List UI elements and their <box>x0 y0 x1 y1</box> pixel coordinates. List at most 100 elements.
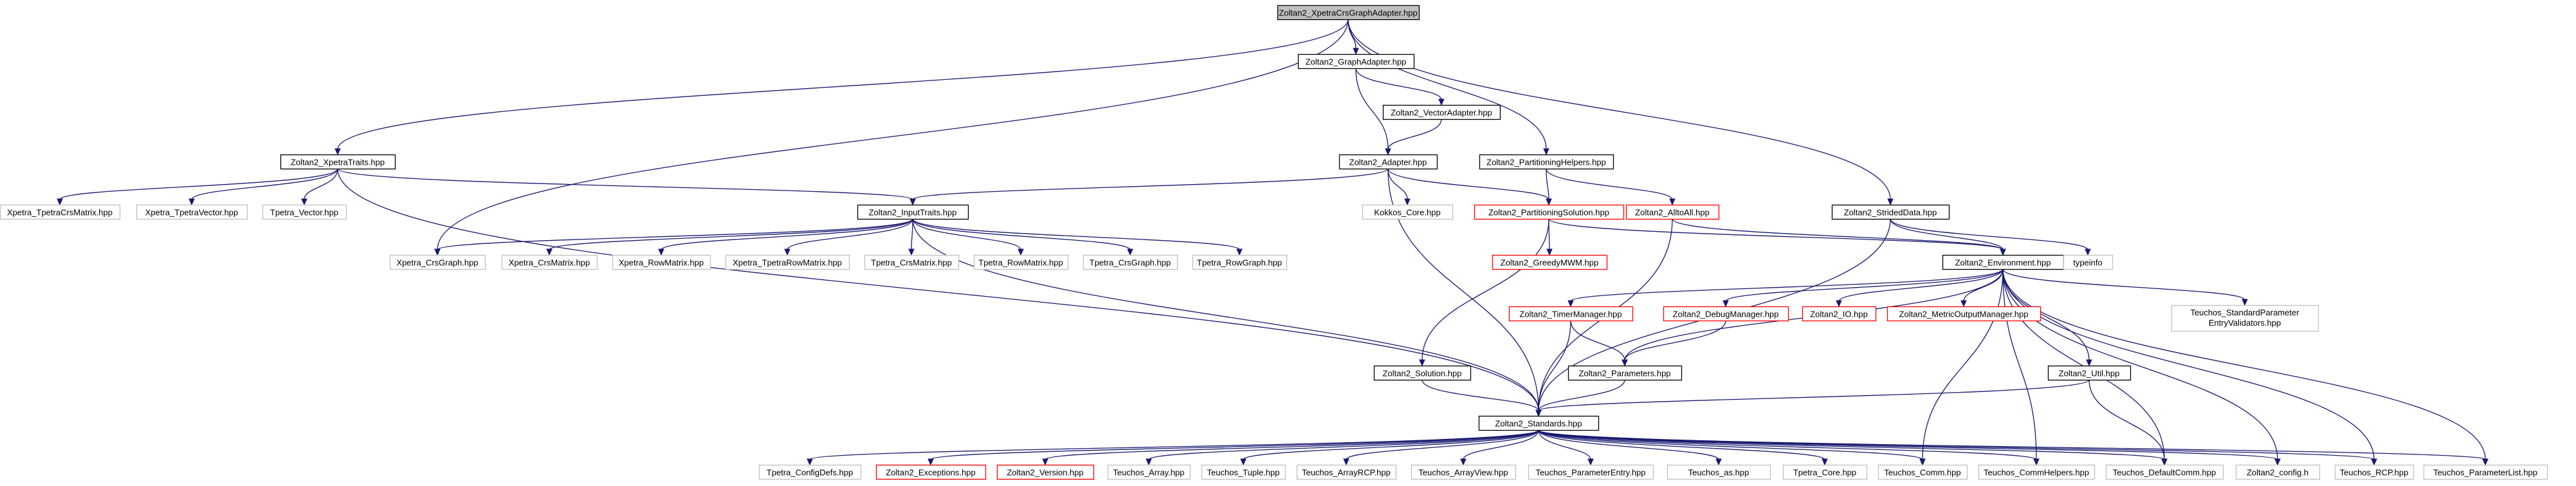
node-box <box>758 464 862 480</box>
node-tarrayview: Teuchos_ArrayView.hpp <box>1411 464 1517 480</box>
node-box <box>389 254 486 270</box>
node-exceptions[interactable]: Zoltan2_Exceptions.hpp <box>875 464 987 480</box>
node-label: Zoltan2_InputTraits.hpp <box>869 208 957 218</box>
edge-arrowhead <box>909 198 916 206</box>
node-vectoradapter[interactable]: Zoltan2_VectorAdapter.hpp <box>1382 104 1501 120</box>
node-label: Teuchos_DefaultComm.hpp <box>2113 468 2216 478</box>
edge-arrowhead <box>1836 300 1842 308</box>
node-parameters[interactable]: Zoltan2_Parameters.hpp <box>1567 365 1683 381</box>
dependency-edge-environment-to-timermanager <box>1567 268 2004 308</box>
edge-arrowhead <box>1438 98 1445 106</box>
node-partsolution[interactable]: Zoltan2_PartitioningSolution.hpp <box>1474 204 1625 220</box>
edge-line <box>912 218 1240 250</box>
node-label: Teuchos_Array.hpp <box>1113 468 1184 478</box>
node-util[interactable]: Zoltan2_Util.hpp <box>2047 365 2132 381</box>
node-debugmanager[interactable]: Zoltan2_DebugManager.hpp <box>1663 306 1789 322</box>
node-root[interactable]: Zoltan2_XpetraCrsGraphAdapter.hpp <box>1277 5 1420 21</box>
node-box <box>864 254 960 270</box>
node-label: Zoltan2_PartitioningSolution.hpp <box>1488 208 1609 218</box>
node-box <box>1082 254 1178 270</box>
node-strideddata[interactable]: Zoltan2_StridedData.hpp <box>1831 204 1950 220</box>
node-metricoutput[interactable]: Zoltan2_MetricOutputManager.hpp <box>1886 306 2042 322</box>
edge-line <box>912 218 1539 411</box>
dependency-edge-timermanager-to-parameters <box>1570 320 1628 367</box>
node-label: Tpetra_Vector.hpp <box>270 208 338 218</box>
edge-line <box>59 168 338 200</box>
dependency-edge-xpetratraits-to-inputtraits <box>337 168 916 206</box>
node-tcomm: Teuchos_Comm.hpp <box>1877 464 1968 480</box>
node-box <box>1802 306 1877 322</box>
node-xpetratraits[interactable]: Zoltan2_XpetraTraits.hpp <box>280 154 396 170</box>
edge-line <box>1570 268 2004 302</box>
dependency-edge-solution-to-standards <box>1421 379 1542 417</box>
node-tdefaultcomm: Teuchos_DefaultComm.hpp <box>2105 464 2224 480</box>
node-box <box>0 204 121 220</box>
edge-line <box>1538 429 2278 460</box>
edge-arrowhead <box>1822 458 1828 466</box>
node-solution[interactable]: Zoltan2_Solution.hpp <box>1373 365 1472 381</box>
edge-arrowhead <box>1546 248 1553 256</box>
node-environment[interactable]: Zoltan2_Environment.hpp <box>1942 254 2065 270</box>
node-box <box>1978 464 2096 480</box>
node-label: Teuchos_Tuple.hpp <box>1207 468 1280 478</box>
edge-line <box>2002 268 2486 460</box>
node-parthelpers[interactable]: Zoltan2_PartitioningHelpers.hpp <box>1479 154 1614 170</box>
dependency-edge-inputtraits-to-trowmatrix <box>912 218 1024 256</box>
dependency-edge-standards-to-ttuple <box>1240 429 1539 466</box>
edge-arrowhead <box>1018 248 1024 256</box>
dependency-edge-inputtraits-to-standards <box>912 218 1542 417</box>
edge-line <box>191 168 338 200</box>
node-tvector: Tpetra_Vector.hpp <box>262 204 347 220</box>
node-alltoall[interactable]: Zoltan2_AlltoAll.hpp <box>1625 204 1720 220</box>
node-box <box>875 464 987 480</box>
edge-line <box>437 19 1349 250</box>
dependency-edge-environment-to-debugmanager <box>1722 268 2004 308</box>
node-box <box>612 254 711 270</box>
edge-line <box>930 429 1539 460</box>
node-inputtraits[interactable]: Zoltan2_InputTraits.hpp <box>857 204 969 220</box>
node-label: Zoltan2_XpetraTraits.hpp <box>291 158 385 167</box>
edge-line <box>1538 429 2165 460</box>
edge-line <box>2002 268 2375 460</box>
node-io[interactable]: Zoltan2_IO.hpp <box>1802 306 1877 322</box>
dependency-edge-environment-to-zconfig <box>2002 268 2281 466</box>
node-version[interactable]: Zoltan2_Version.hpp <box>996 464 1095 480</box>
node-adapter[interactable]: Zoltan2_Adapter.hpp <box>1338 154 1438 170</box>
node-ttuple: Teuchos_Tuple.hpp <box>1201 464 1286 480</box>
node-label: Tpetra_RowMatrix.hpp <box>978 258 1063 268</box>
dependency-edge-standards-to-tparamlist <box>1538 429 2489 466</box>
node-standards[interactable]: Zoltan2_Standards.hpp <box>1478 415 1600 431</box>
node-box <box>1382 104 1501 120</box>
node-timermanager[interactable]: Zoltan2_TimerManager.hpp <box>1508 306 1634 322</box>
node-label: Zoltan2_IO.hpp <box>1810 310 1868 319</box>
edge-line <box>787 218 913 250</box>
edge-line <box>2002 268 2245 301</box>
edge-line <box>1548 218 2004 250</box>
node-box <box>1201 464 1286 480</box>
edge-arrowhead <box>908 248 915 256</box>
dependency-edge-standards-to-zconfig <box>1538 429 2281 466</box>
dependency-edge-adapter-to-partsolution <box>1387 168 1552 206</box>
node-box <box>1663 306 1789 322</box>
dependency-edge-vectoradapter-to-adapter <box>1385 118 1442 156</box>
node-box <box>1296 464 1397 480</box>
edge-arrowhead <box>1343 458 1349 466</box>
node-tarray: Teuchos_Array.hpp <box>1107 464 1191 480</box>
dependency-edge-util-to-standards <box>1535 379 2090 417</box>
edge-arrowhead <box>2085 248 2091 256</box>
node-label: Zoltan2_Adapter.hpp <box>1349 158 1427 167</box>
dependency-edge-standards-to-tparamentry <box>1538 429 1594 466</box>
node-label: Zoltan2_GreedyMWM.hpp <box>1501 258 1598 268</box>
dependency-edge-standards-to-tiostring <box>1538 429 1722 466</box>
node-label: Xpetra_CrsMatrix.hpp <box>509 258 590 268</box>
node-box <box>1297 53 1415 70</box>
node-box <box>2171 304 2319 332</box>
dependency-edge-standards-to-tcore <box>1538 429 1828 466</box>
node-label: Teuchos_ParameterList.hpp <box>2433 468 2537 478</box>
node-tcrsmatrix: Tpetra_CrsMatrix.hpp <box>864 254 960 270</box>
node-graphadapter[interactable]: Zoltan2_GraphAdapter.hpp <box>1297 53 1415 70</box>
dependency-edge-adapter-to-inputtraits <box>909 168 1389 206</box>
node-greedymwm[interactable]: Zoltan2_GreedyMWM.hpp <box>1492 254 1608 270</box>
